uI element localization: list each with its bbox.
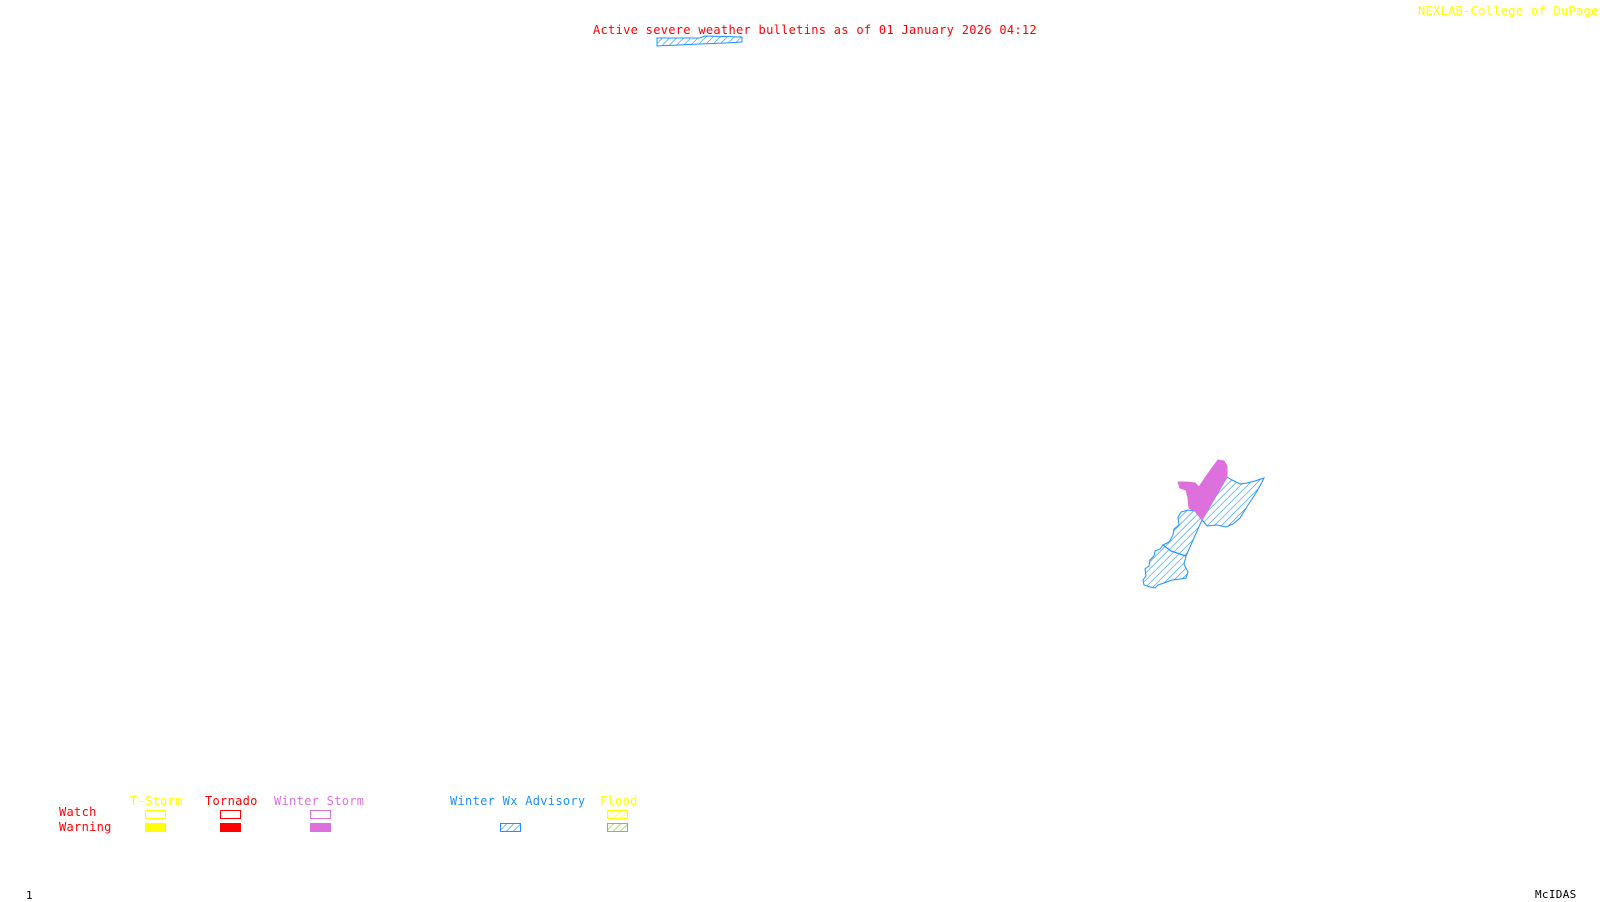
- advisory-zone-east: [1201, 476, 1265, 528]
- legend-header-flood: Flood: [600, 794, 638, 808]
- legend-header-tornado: Tornado: [205, 794, 258, 808]
- legend-swatch-tstorm-watch: [145, 810, 166, 819]
- legend-swatch-winter-wx-advisory: [500, 823, 521, 832]
- software-label: McIDAS: [1535, 888, 1577, 901]
- advisory-zone-southwest: [1142, 544, 1189, 589]
- logo-icon: ⇲: [1589, 4, 1597, 18]
- page-title: Active severe weather bulletins as of 01…: [593, 23, 1037, 37]
- credit-label: NEXLAB-College of DuPage: [1418, 4, 1599, 18]
- legend-header-winter-storm: Winter Storm: [274, 794, 365, 808]
- legend-header-tstorm: T-Storm: [130, 794, 183, 808]
- legend-swatch-tstorm-warning: [145, 823, 166, 832]
- legend-swatch-tornado-watch: [220, 810, 241, 819]
- advisory-area-north: [656, 35, 743, 47]
- legend-row-label-warning: Warning: [59, 820, 112, 834]
- legend-header-winter-wx-advisory: Winter Wx Advisory: [450, 794, 586, 808]
- legend-row-label-watch: Watch: [59, 805, 97, 819]
- legend-swatch-winter-storm-watch: [310, 810, 331, 819]
- legend-swatch-tornado-warning: [220, 823, 241, 832]
- legend-swatch-flood-warning: [607, 823, 628, 832]
- winter-storm-warning-area: [1177, 459, 1228, 521]
- frame-number: 1: [26, 889, 33, 902]
- legend-swatch-winter-storm-warning: [310, 823, 331, 832]
- legend-swatch-flood-watch: [607, 810, 628, 819]
